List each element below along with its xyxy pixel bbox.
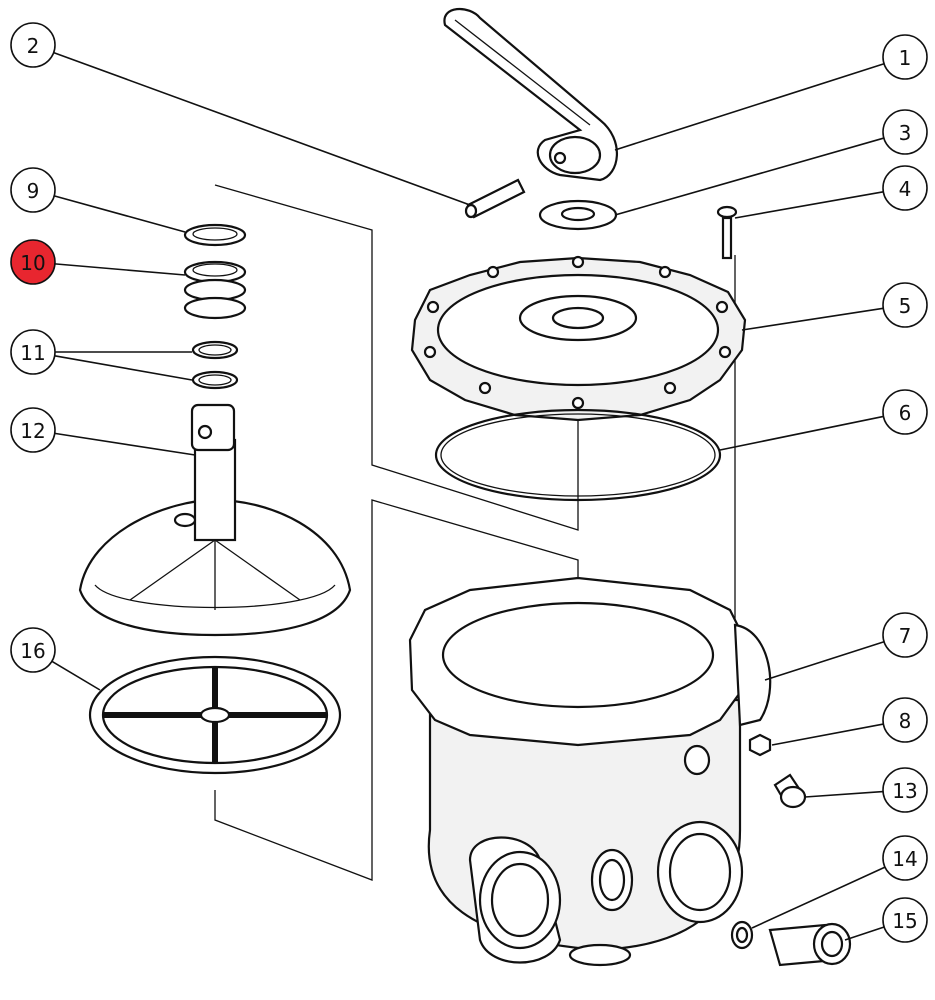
o-ring-part xyxy=(730,920,754,950)
screw-part xyxy=(716,205,738,260)
callout-leader-line xyxy=(804,790,884,798)
grid-gasket-part xyxy=(88,655,342,775)
callout-circle xyxy=(882,389,928,435)
handle-part xyxy=(443,7,618,182)
callout-circle xyxy=(10,627,56,673)
seal-rings-part xyxy=(183,223,247,390)
callout-label: 16 xyxy=(20,639,45,663)
callout-leader-line xyxy=(614,62,885,151)
callout-label: 11 xyxy=(20,341,45,365)
callout-leader-line xyxy=(614,137,885,216)
valve-body-part xyxy=(408,576,772,967)
callout-leader-line xyxy=(751,866,886,929)
callout-circle xyxy=(882,612,928,658)
callout-circle-highlighted xyxy=(10,239,56,285)
callout-label: 4 xyxy=(899,177,912,201)
callout-label: 9 xyxy=(27,179,40,203)
callout-circle xyxy=(882,697,928,743)
callout-leader-line xyxy=(54,355,193,381)
callout-circle xyxy=(10,329,56,375)
callout-leader-line xyxy=(844,926,885,941)
callout-circle xyxy=(10,167,56,213)
callout-circle xyxy=(10,22,56,68)
cover-gasket-part xyxy=(434,408,722,502)
callout-label: 15 xyxy=(892,909,917,933)
callout-leader-line xyxy=(734,191,884,219)
nut-part xyxy=(748,733,772,757)
callout-leader-line xyxy=(764,640,885,681)
callout-label: 13 xyxy=(892,779,917,803)
callout-label: 14 xyxy=(892,847,917,871)
callout-circle xyxy=(882,165,928,211)
callout-label: 5 xyxy=(899,294,912,318)
callout-leader-line xyxy=(719,415,884,451)
callout-leader-line xyxy=(771,723,884,746)
callout-leader-line xyxy=(51,660,101,691)
valve-cover-part xyxy=(410,255,747,422)
callout-leader-line xyxy=(54,432,196,456)
callout-leader-line xyxy=(741,307,884,331)
callout-circle xyxy=(882,109,928,155)
callout-leader-line xyxy=(53,195,186,233)
callout-label: 10 xyxy=(20,251,45,275)
callout-label: 3 xyxy=(899,121,912,145)
callout-circle xyxy=(10,407,56,453)
drain-plug-part xyxy=(773,773,807,809)
rotor-part xyxy=(78,403,352,637)
callout-circle xyxy=(882,767,928,813)
union-fitting-part xyxy=(768,922,852,967)
callout-label: 7 xyxy=(899,624,912,648)
washer-part xyxy=(538,199,618,231)
callout-circle xyxy=(882,835,928,881)
callout-label: 8 xyxy=(899,709,912,733)
pin-part xyxy=(464,178,526,219)
callout-circle xyxy=(882,282,928,328)
callout-label: 6 xyxy=(899,401,912,425)
callout-leader-line xyxy=(54,263,186,276)
callout-label: 2 xyxy=(27,34,40,58)
callout-circle xyxy=(882,897,928,943)
callout-label: 12 xyxy=(20,419,45,443)
callout-leader-line xyxy=(53,51,471,206)
callout-circle xyxy=(882,34,928,80)
callout-label: 1 xyxy=(899,46,912,70)
